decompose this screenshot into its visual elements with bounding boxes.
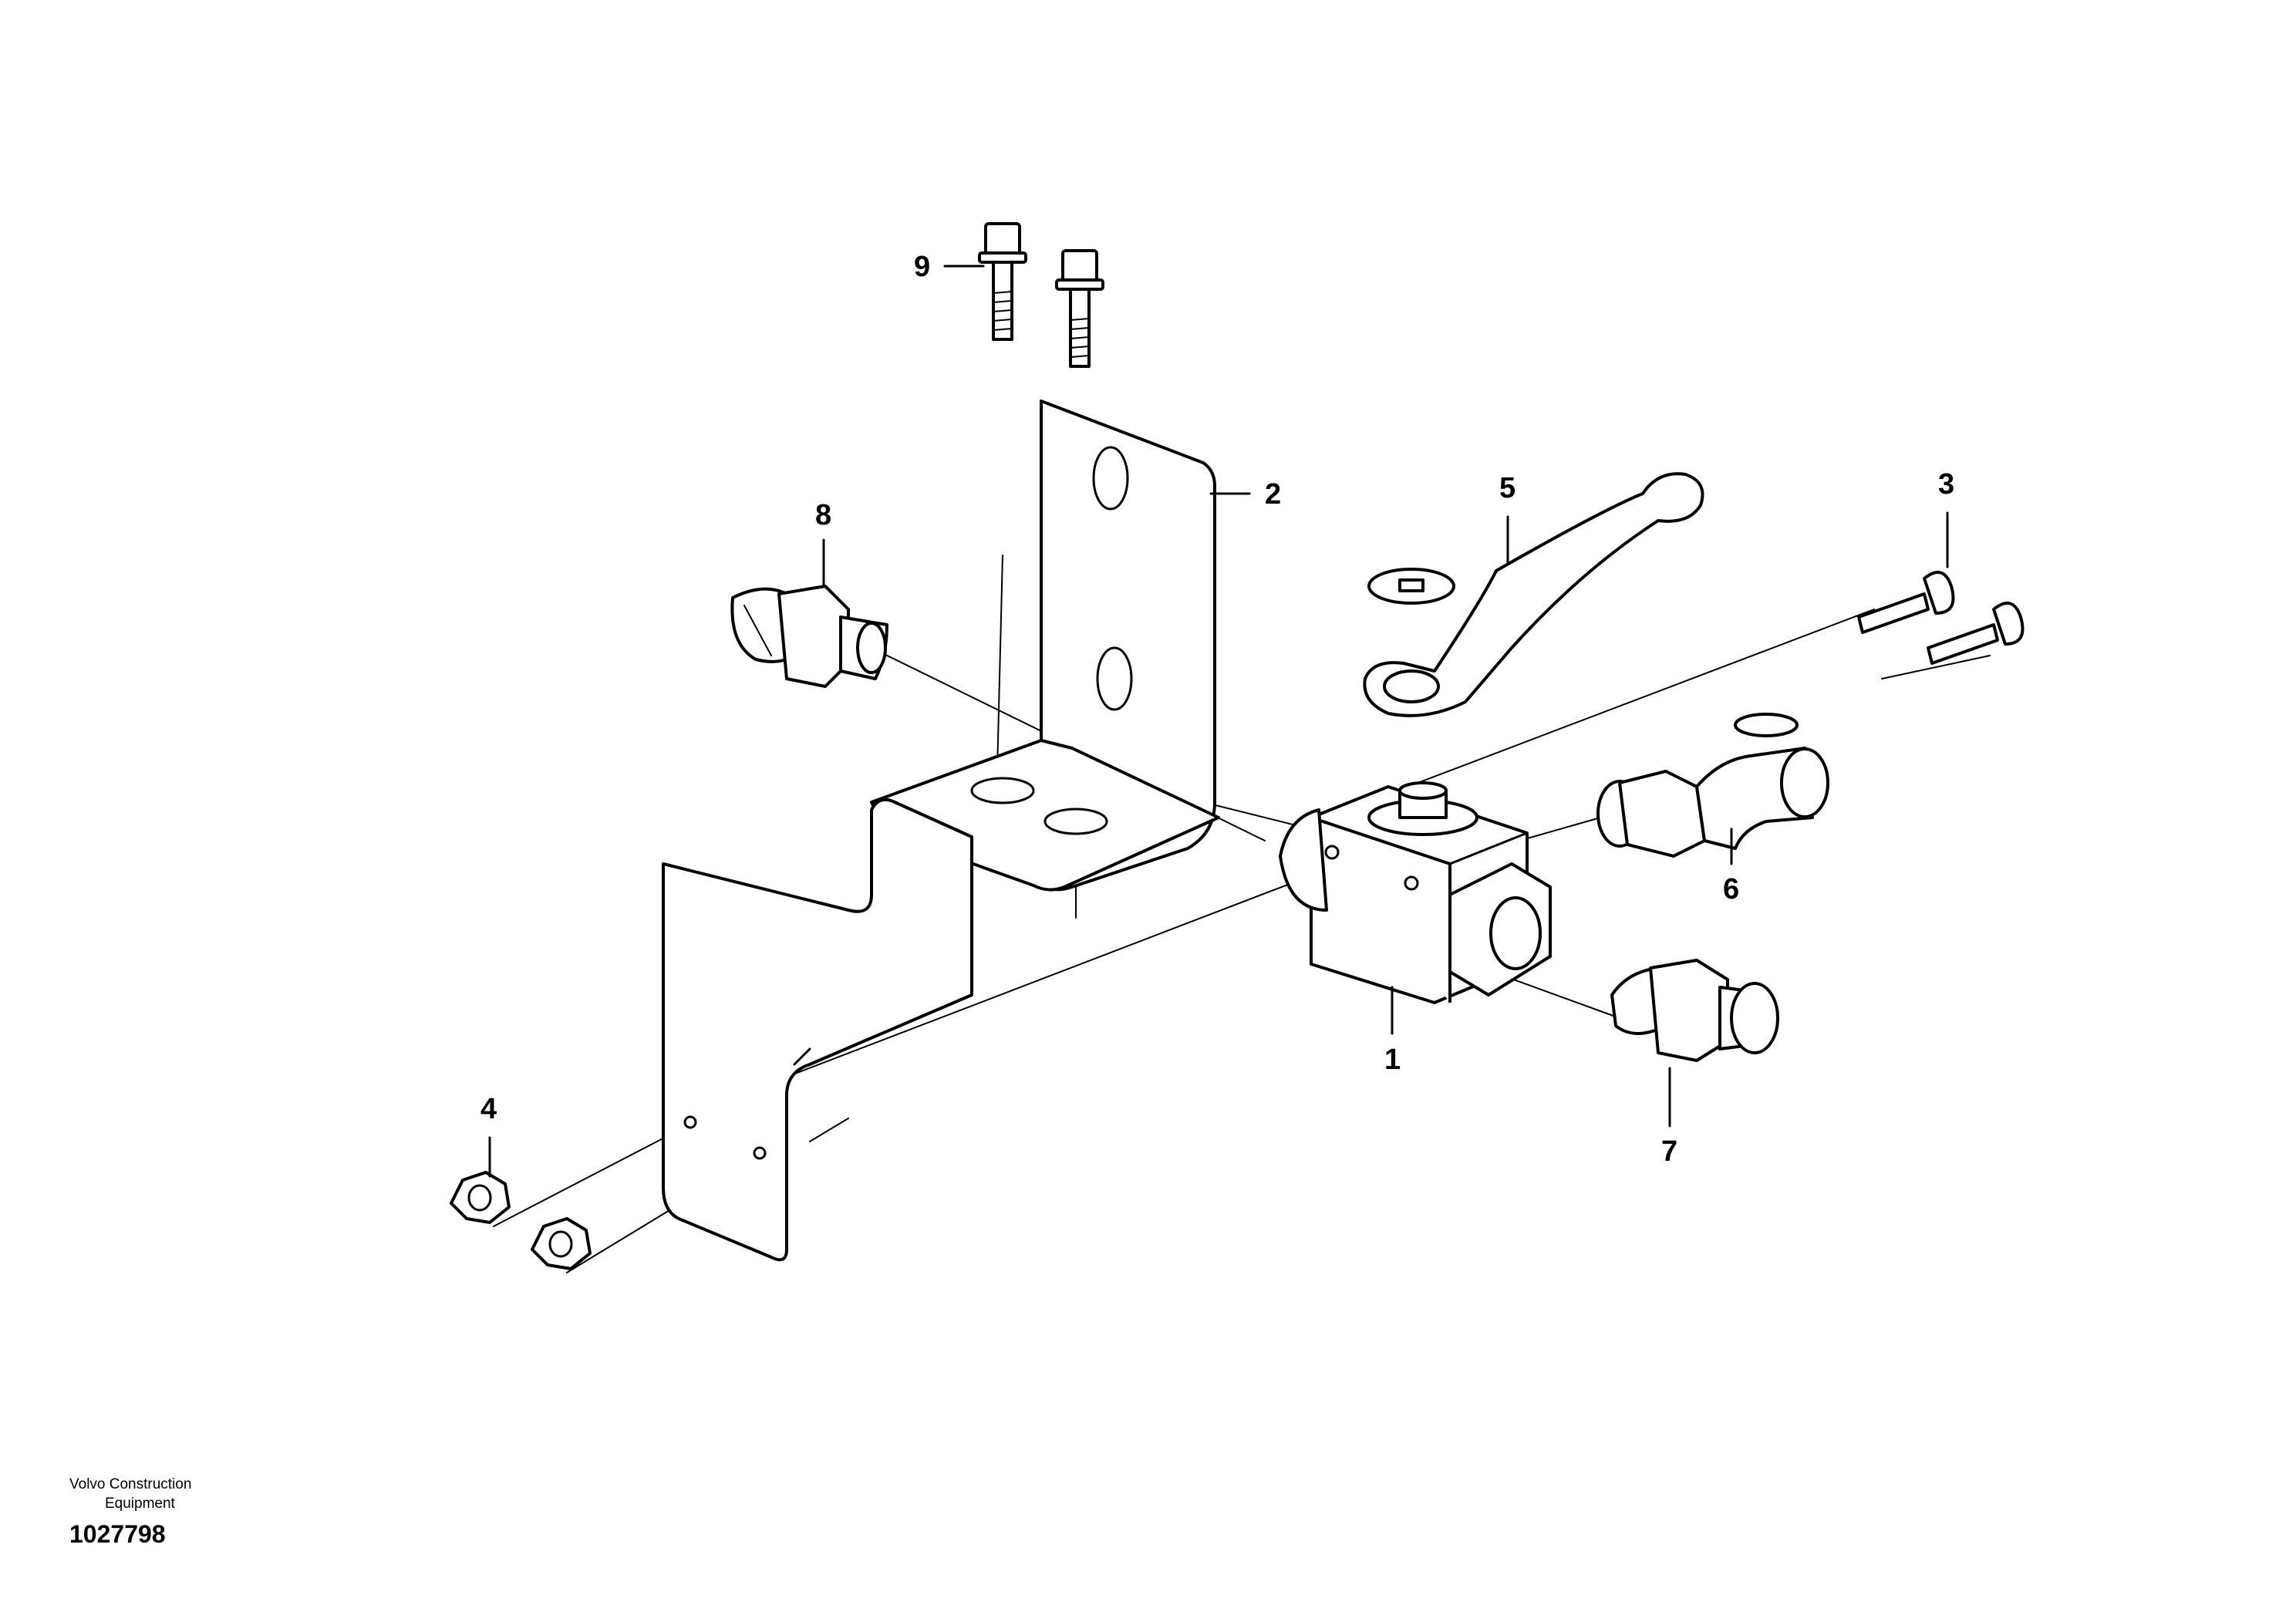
callout-3: 3 — [1938, 468, 1954, 501]
fitting-part-8 — [730, 585, 888, 688]
footer: Volvo Construction Equipment 1027798 — [69, 1476, 191, 1548]
screws-part-3 — [1857, 571, 2025, 665]
nuts-part-4 — [450, 1171, 592, 1270]
callout-8: 8 — [815, 499, 831, 531]
handle-part-5 — [1363, 472, 1704, 717]
callouts: 1 2 3 4 5 6 7 8 9 — [480, 251, 1954, 1168]
callout-6: 6 — [1723, 873, 1739, 905]
fitting-part-7 — [1610, 959, 1779, 1062]
company-name-line2: Equipment — [105, 1496, 176, 1512]
elbow-fitting-part-6 — [1596, 713, 1829, 858]
drawing-number: 1027798 — [69, 1520, 166, 1548]
callout-4: 4 — [480, 1093, 497, 1125]
callout-2: 2 — [1265, 478, 1281, 511]
callout-5: 5 — [1499, 472, 1515, 504]
company-name-line1: Volvo Construction — [69, 1476, 191, 1492]
callout-9: 9 — [914, 251, 930, 283]
callout-7: 7 — [1661, 1135, 1677, 1168]
callout-1: 1 — [1384, 1044, 1401, 1076]
bolts-part-9 — [978, 222, 1104, 368]
bracket-part-2 — [662, 400, 1220, 1262]
callout-leaders — [488, 265, 1949, 1178]
valve-body-part-1 — [1279, 781, 1552, 1004]
